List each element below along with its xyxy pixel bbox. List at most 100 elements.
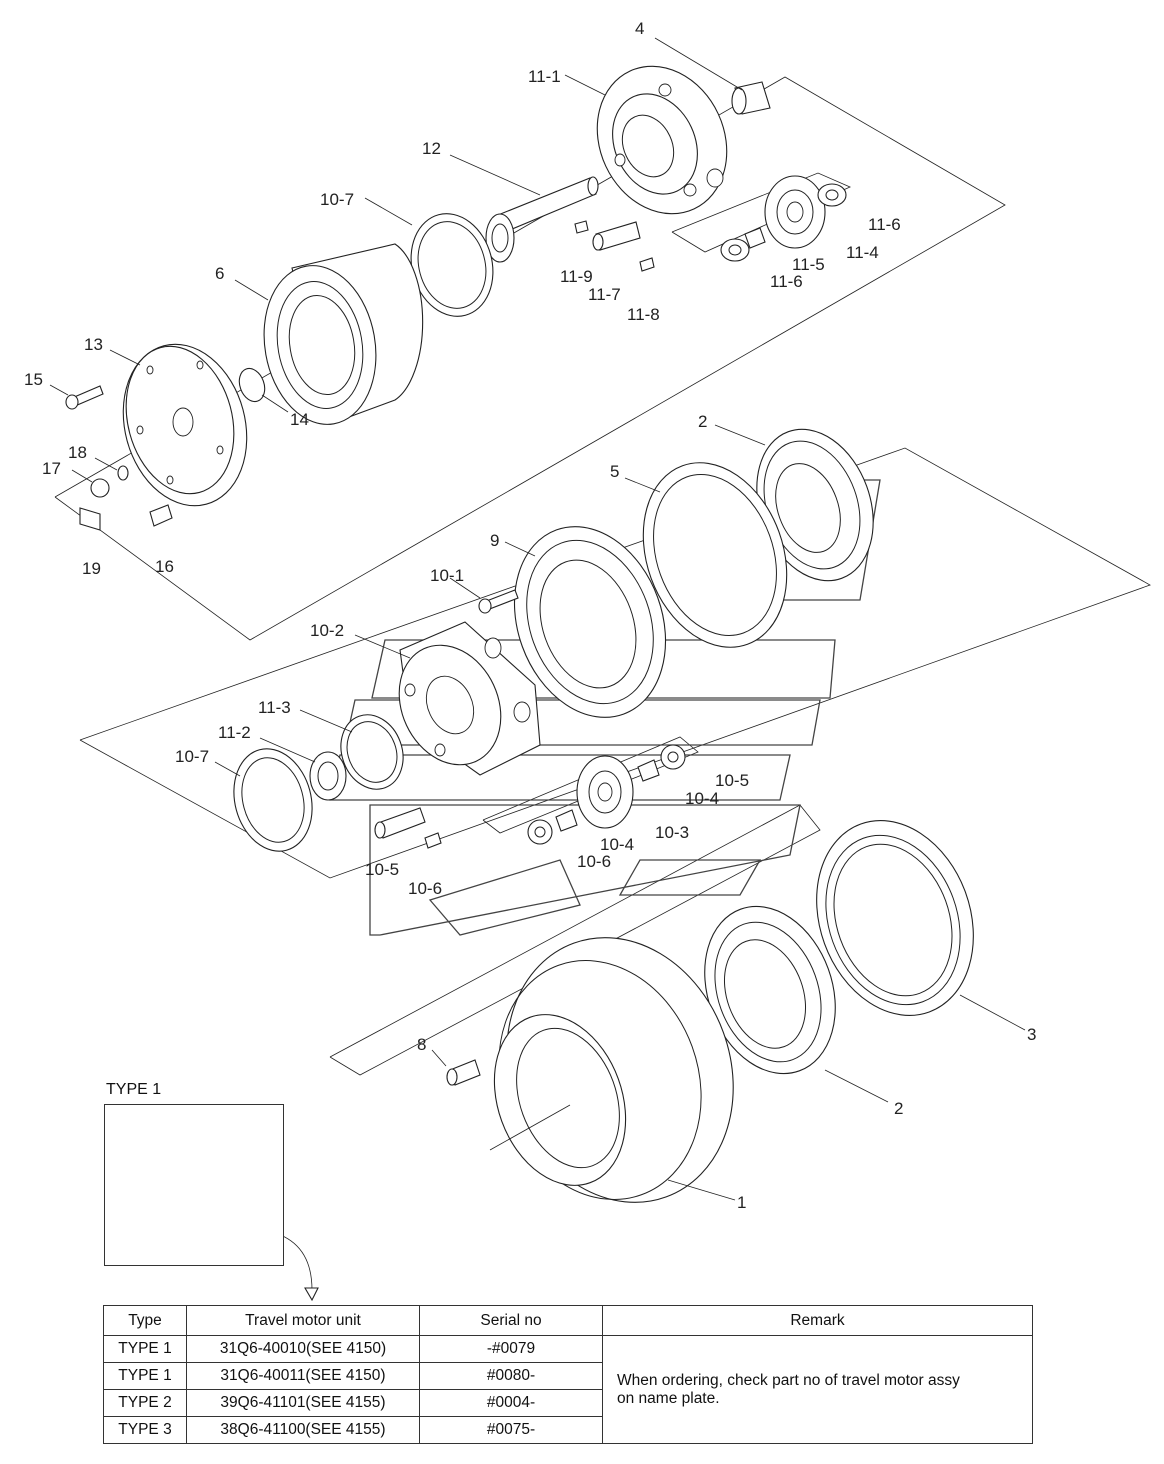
- remark-line-1: When ordering, check part no of travel m…: [617, 1371, 960, 1389]
- callout-10-2: 10-3: [655, 823, 689, 842]
- header-travel-motor-unit: Travel motor unit: [186, 1305, 420, 1336]
- callout-labels: 4 11-1 12 10-7 6 11-6 11-4 11-5 11-6 11-…: [24, 19, 1036, 1212]
- cell-serial: #0004-: [419, 1389, 603, 1417]
- callout-15: 15: [24, 370, 43, 389]
- part-19-nameplate: [79, 507, 101, 531]
- cell-type: TYPE 3: [103, 1416, 187, 1444]
- header-type: Type: [103, 1305, 187, 1336]
- part-14-o-ring: [238, 367, 289, 413]
- cell-unit: 39Q6-41101(SEE 4155): [186, 1389, 420, 1417]
- callout-2-bottom: 2: [894, 1099, 903, 1118]
- callout-3: 3: [1027, 1025, 1036, 1044]
- callout-11-5: 11-5: [792, 255, 825, 274]
- remark-line-2: on name plate.: [617, 1389, 720, 1407]
- part-10-1-carrier: [354, 621, 541, 776]
- callout-10-7-top: 10-7: [320, 190, 354, 209]
- cell-type: TYPE 1: [103, 1362, 187, 1390]
- callout-11-6-bottom: 11-6: [770, 272, 803, 291]
- part-11-4-planet-gear: [764, 175, 826, 249]
- callout-14: 14: [290, 410, 309, 429]
- callout-19: 19: [82, 559, 101, 578]
- callout-8: 6: [215, 264, 224, 283]
- callout-11-1: 11-1: [528, 67, 561, 86]
- callout-10-5-text: 10-5: [365, 860, 399, 879]
- part-7-pin: [431, 1049, 481, 1086]
- cell-type: TYPE 1: [103, 1335, 187, 1363]
- callout-10-7-bottom: 10-7: [175, 747, 209, 766]
- callout-9: 4: [635, 19, 644, 38]
- callout-10-1: 10-2: [310, 621, 344, 640]
- callout-10-4-top: 10-5: [715, 771, 749, 790]
- callout-10-3-bottom: 10-4: [600, 835, 634, 854]
- cell-serial: -#0079: [419, 1335, 603, 1363]
- table-row: TYPE 2 39Q6-41101(SEE 4155) #0004-: [103, 1389, 1033, 1417]
- callout-10-3-top: 10-4: [685, 789, 719, 808]
- callout-11-4: 11-4: [846, 243, 879, 262]
- type1-label: TYPE 1: [106, 1081, 162, 1098]
- part-10-6-pin: [424, 832, 442, 849]
- cell-unit: 38Q6-41100(SEE 4155): [186, 1416, 420, 1444]
- callout-5: 9: [490, 531, 499, 550]
- part-10-3-pin-top: [637, 759, 660, 782]
- part-10-7-thrust-washer-top: [364, 197, 494, 317]
- part-11-7-pin: [574, 220, 655, 272]
- header-remark: Remark: [602, 1305, 1033, 1336]
- part-10-5-pin: [374, 807, 426, 839]
- part-2-bearing-top: [714, 424, 874, 582]
- callout-2-top: 2: [698, 412, 707, 431]
- callout-16: 16: [155, 557, 174, 576]
- part-10-4-washer-top: [660, 744, 686, 770]
- callout-11-3: 11-3: [258, 698, 291, 717]
- part-10-7-thrust-washer-bottom: [214, 748, 313, 852]
- cell-remark: When ordering, check part no of travel m…: [602, 1335, 1033, 1444]
- table-row: TYPE 1 31Q6-40010(SEE 4150) -#0079 When …: [103, 1335, 1033, 1444]
- callout-11-2: 11-2: [218, 723, 251, 742]
- callout-4: 5: [610, 462, 619, 481]
- cell-unit: 31Q6-40011(SEE 4150): [186, 1362, 420, 1390]
- callout-11-6-top: 11-6: [868, 215, 901, 234]
- part-3-floating-seal: [816, 820, 1026, 1031]
- part-8-ring-gear: [234, 243, 424, 425]
- part-11-3-ring: [299, 709, 404, 790]
- type1-thumbnail-box: [104, 1104, 284, 1266]
- table-row: TYPE 1 31Q6-40011(SEE 4150) #0080-: [103, 1362, 1033, 1390]
- part-11-2-sun-gear: [259, 737, 347, 801]
- table-header-row: Type Travel motor unit Serial no Remark: [103, 1305, 1033, 1336]
- part-17-plug: [71, 469, 110, 498]
- callout-1: 1: [737, 1193, 746, 1212]
- callout-11-9: 11-9: [560, 267, 593, 286]
- part-16-plug: [149, 504, 173, 527]
- part-11-5-needle-pin: [744, 227, 766, 249]
- part-1-hub: [489, 937, 736, 1203]
- part-11-6-washer-bottom: [720, 238, 750, 262]
- part-11-1-carrier: [564, 65, 728, 215]
- callout-6: 10-1: [430, 566, 464, 585]
- part-13-cover: [109, 343, 248, 507]
- part-9-bushing: [654, 37, 771, 115]
- callout-18: 18: [68, 443, 87, 462]
- part-10-4-washer-bottom: [527, 819, 553, 845]
- cell-serial: #0075-: [419, 1416, 603, 1444]
- parts-table: Type Travel motor unit Serial no Remark …: [103, 1305, 1033, 1444]
- callout-7: 8: [417, 1035, 426, 1054]
- part-11-6-washer-top: [817, 183, 847, 207]
- part-15-bolt: [49, 384, 104, 410]
- header-serial-no: Serial no: [419, 1305, 603, 1336]
- callout-11-7: 11-7: [588, 285, 621, 304]
- callout-17: 17: [42, 459, 61, 478]
- part-10-2-planet-gear: [576, 755, 634, 829]
- callout-12: 12: [422, 139, 441, 158]
- callout-11-8: 11-8: [627, 305, 660, 324]
- part-5-hub-ring: [504, 526, 667, 718]
- cell-unit: 31Q6-40010(SEE 4150): [186, 1335, 420, 1363]
- part-18-o-ring: [94, 457, 129, 481]
- cell-type: TYPE 2: [103, 1389, 187, 1417]
- table-row: TYPE 3 38Q6-41100(SEE 4155) #0075-: [103, 1416, 1033, 1444]
- part-6-bolt: [449, 577, 519, 614]
- callout-13: 13: [84, 335, 103, 354]
- cell-serial: #0080-: [419, 1362, 603, 1390]
- part-4-seal: [624, 462, 788, 648]
- callout-10-4-bottom: 10-6: [577, 852, 611, 871]
- part-10-3-pin-bottom: [555, 809, 578, 832]
